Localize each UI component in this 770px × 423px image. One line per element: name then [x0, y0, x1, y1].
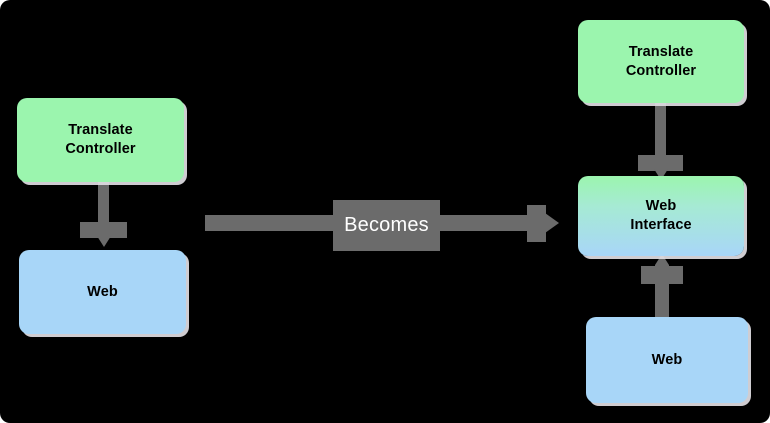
becomes-label-chip: Becomes: [333, 200, 440, 251]
arrow-head-down-icon: [96, 236, 111, 247]
node-right-web-label: Web: [651, 351, 683, 368]
arrow-shaft-icon: [98, 180, 109, 230]
node-right-web-interface[interactable]: Web Interface: [578, 176, 744, 256]
arrow-shaft-icon: [655, 101, 666, 157]
node-left-web[interactable]: Web: [19, 250, 186, 334]
arrow-wing-icon: [80, 222, 127, 238]
arrow-wing-icon: [641, 266, 683, 284]
arrow-wing-icon: [638, 155, 683, 171]
becomes-wing-icon: [527, 205, 546, 242]
arrow-head-down-icon: [653, 169, 668, 180]
becomes-label: Becomes: [344, 214, 429, 236]
node-left-web-label: Web: [87, 283, 118, 300]
arrow-head-right-icon: [545, 213, 559, 233]
node-right-web[interactable]: Web: [586, 317, 748, 403]
node-right-translate-controller-label: Translate Controller: [625, 43, 697, 79]
node-left-translate-controller[interactable]: Translate Controller: [17, 98, 184, 182]
arrow-head-up-icon: [655, 254, 669, 265]
node-right-web-interface-label: Web Interface: [630, 198, 692, 233]
node-left-translate-controller-label: Translate Controller: [65, 122, 136, 157]
node-right-translate-controller[interactable]: Translate Controller: [578, 20, 744, 103]
